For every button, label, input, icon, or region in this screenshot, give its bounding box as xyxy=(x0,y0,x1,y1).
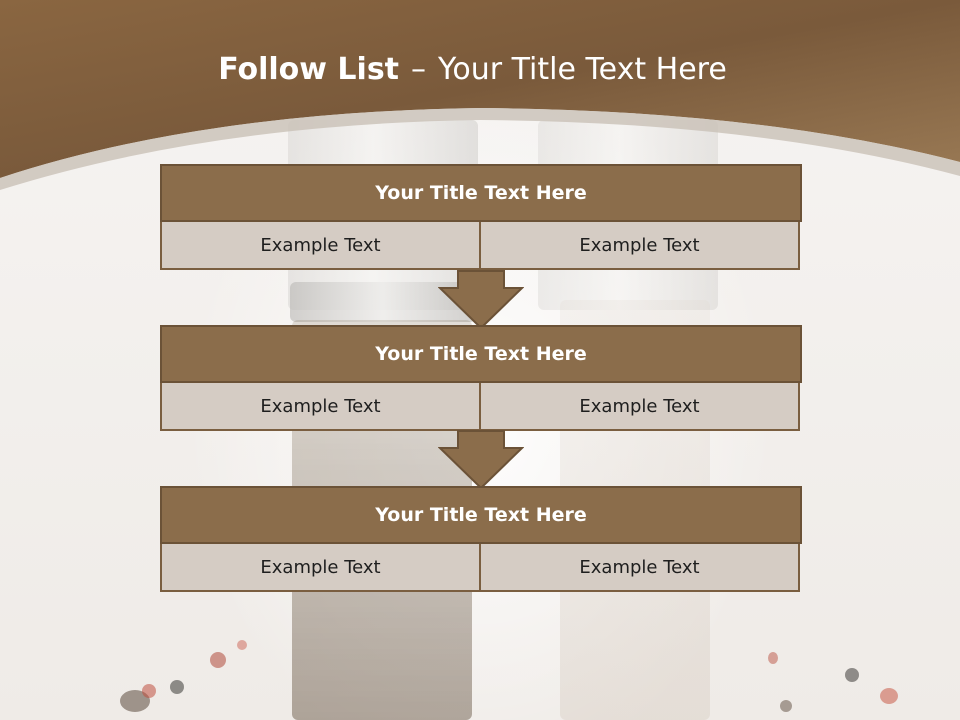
peppercorn xyxy=(210,652,226,668)
list-block-3: Your Title Text Here Example Text Exampl… xyxy=(160,486,802,594)
peppercorn xyxy=(880,688,898,704)
header-band xyxy=(0,0,960,190)
title-bold-part: Follow List xyxy=(218,52,400,87)
list-block-2: Your Title Text Here Example Text Exampl… xyxy=(160,325,802,433)
block-row: Example Text Example Text xyxy=(160,544,802,594)
block-cell-left: Example Text xyxy=(160,544,481,592)
block-title: Your Title Text Here xyxy=(160,164,802,222)
peppercorn xyxy=(845,668,859,682)
peppercorn xyxy=(768,652,778,664)
block-cell-left: Example Text xyxy=(160,222,481,270)
peppercorn xyxy=(142,684,156,698)
peppercorn xyxy=(237,640,247,650)
down-arrow-icon xyxy=(438,270,524,330)
block-title: Your Title Text Here xyxy=(160,486,802,544)
title-subtitle-part: Your Title Text Here xyxy=(438,52,727,87)
slide-title: Follow List–Your Title Text Here xyxy=(0,52,945,87)
list-block-1: Your Title Text Here Example Text Exampl… xyxy=(160,164,802,272)
block-cell-right: Example Text xyxy=(481,544,800,592)
block-row: Example Text Example Text xyxy=(160,222,802,272)
peppercorn xyxy=(780,700,792,712)
peppercorn xyxy=(170,680,184,694)
title-dash: – xyxy=(411,52,427,87)
peppercorn xyxy=(120,690,150,712)
down-arrow-icon xyxy=(438,430,524,490)
block-cell-right: Example Text xyxy=(481,222,800,270)
block-cell-right: Example Text xyxy=(481,383,800,431)
block-row: Example Text Example Text xyxy=(160,383,802,433)
block-title: Your Title Text Here xyxy=(160,325,802,383)
block-cell-left: Example Text xyxy=(160,383,481,431)
